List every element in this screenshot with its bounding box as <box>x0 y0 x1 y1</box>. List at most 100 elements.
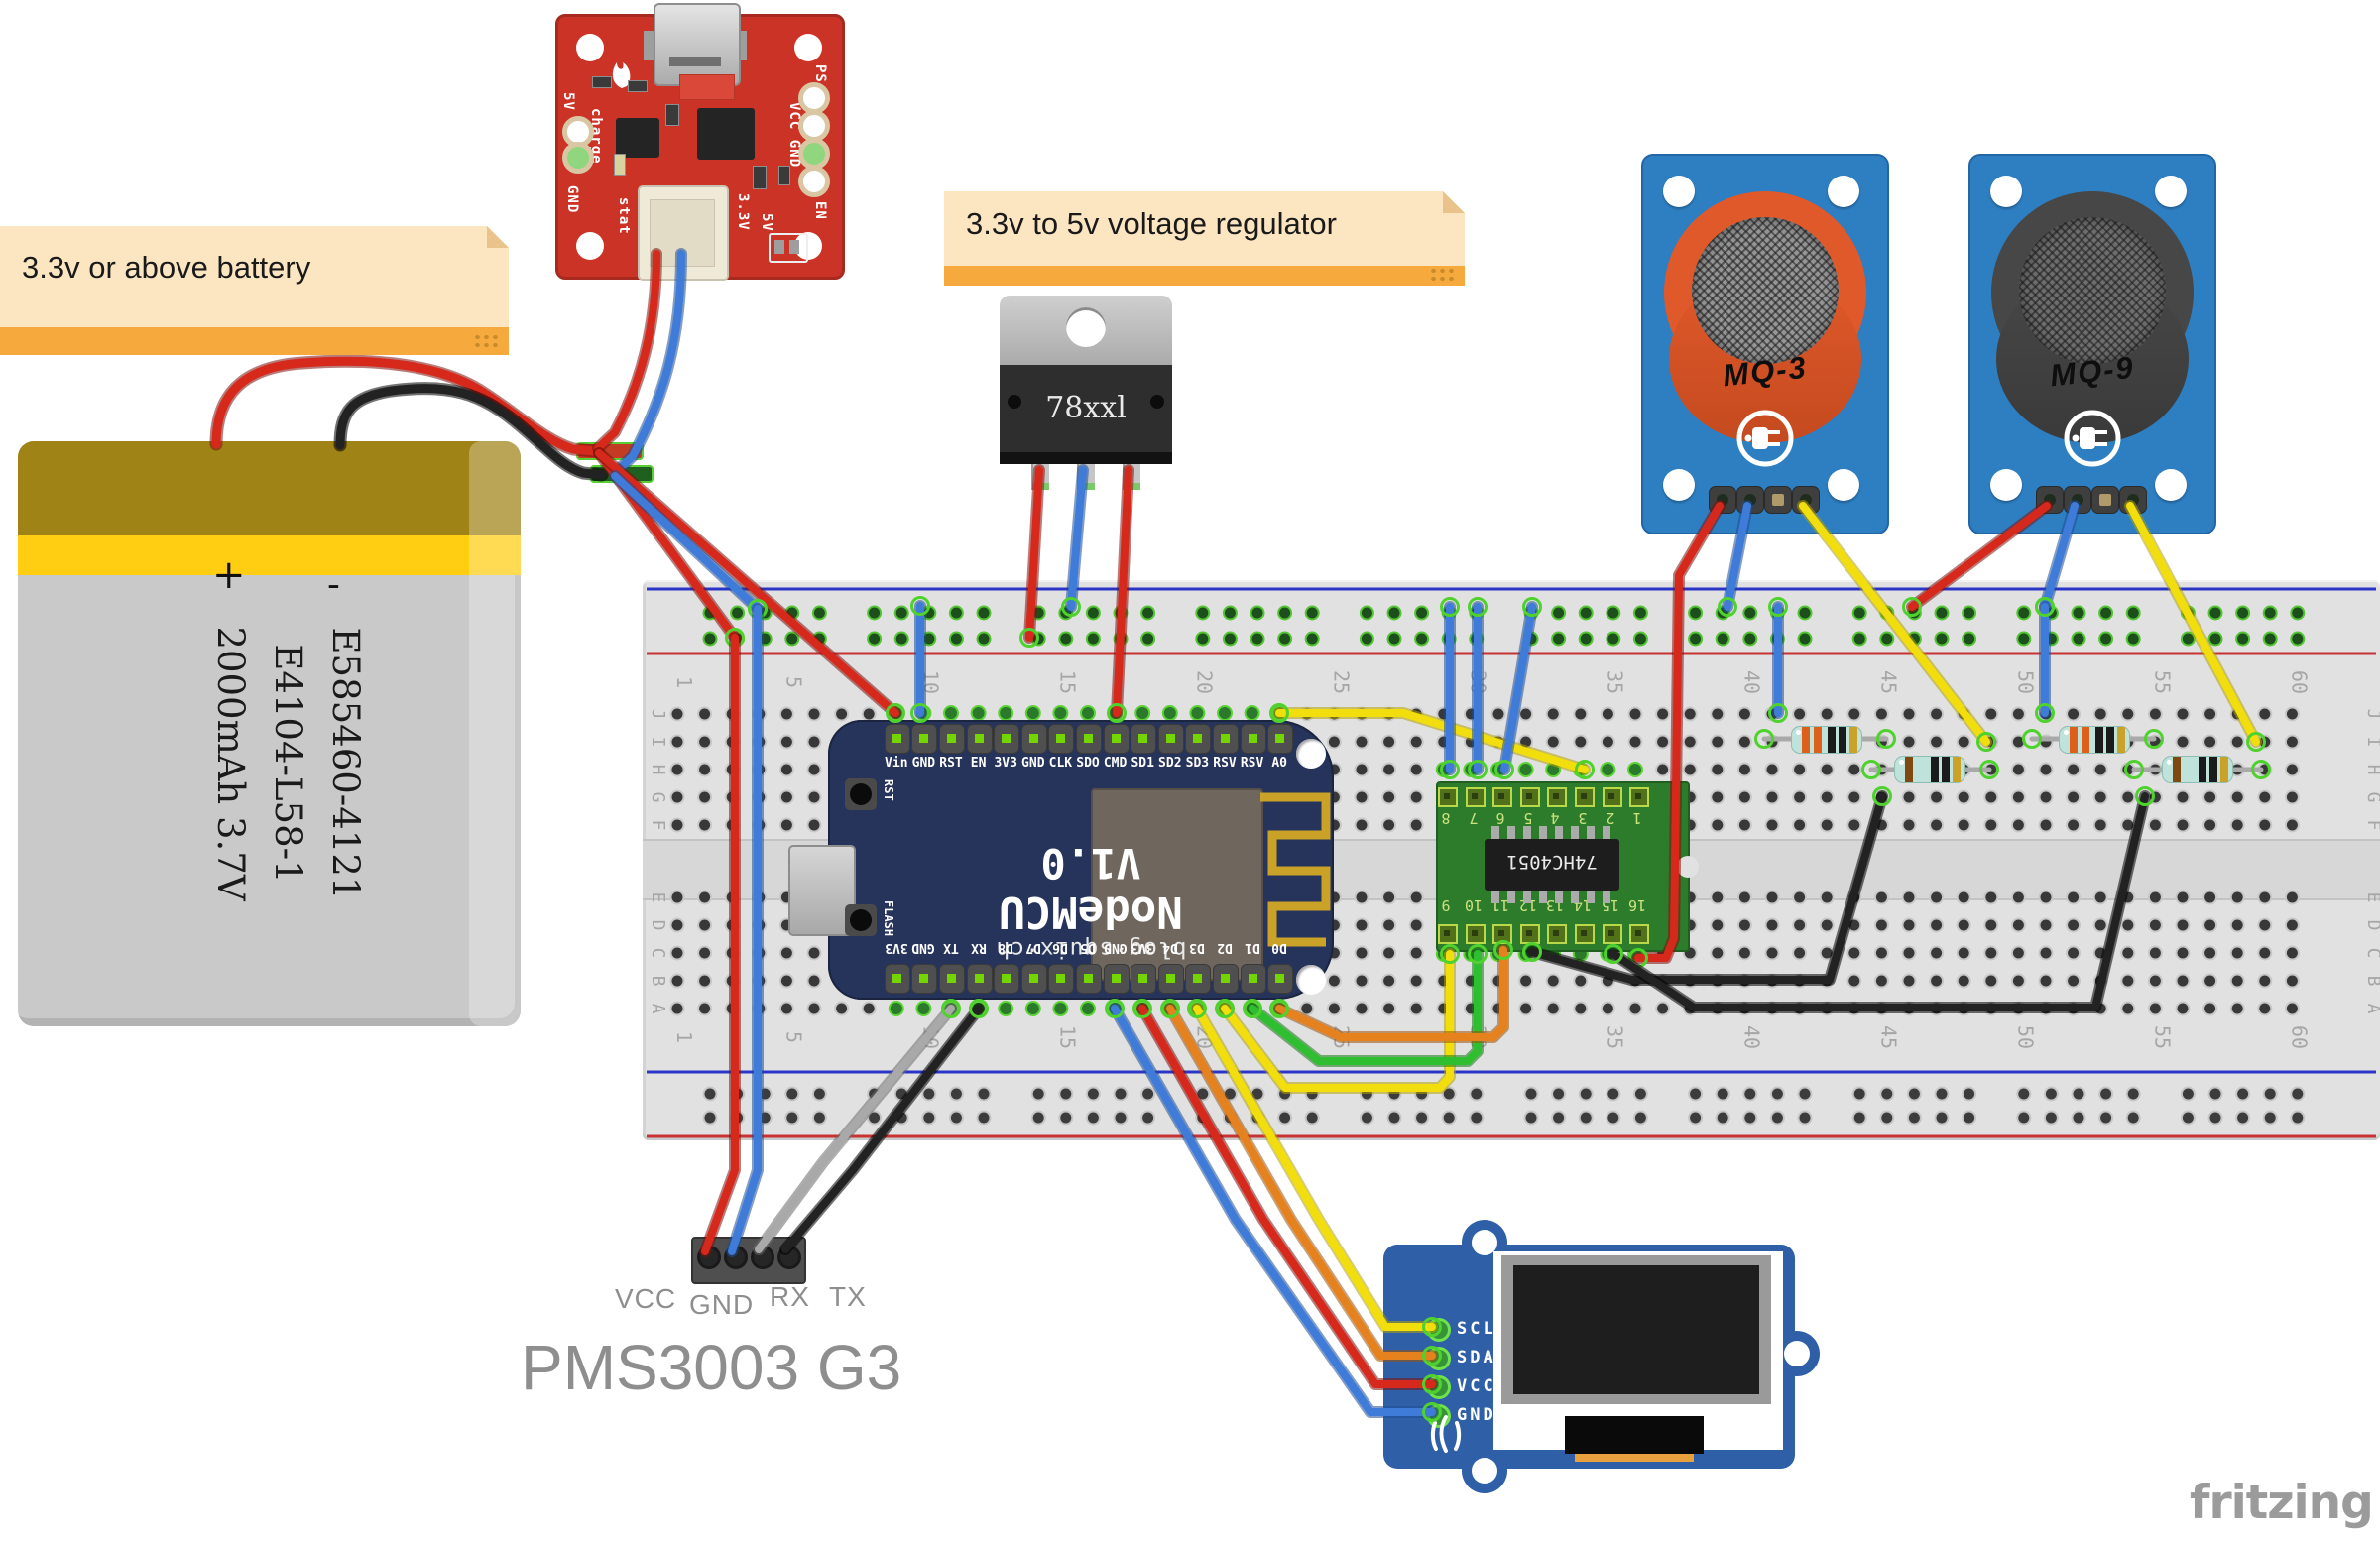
pms3003-header[interactable] <box>691 1237 806 1284</box>
pms-pin-tx[interactable] <box>777 1246 801 1269</box>
charger-stat-led <box>614 154 626 176</box>
mux-pad-1[interactable] <box>1629 787 1650 807</box>
mux-pad-5[interactable] <box>1519 787 1540 807</box>
charger-component <box>778 166 790 185</box>
nodemcu-pin-3V3-bottom[interactable] <box>884 964 910 994</box>
lipo-charger-board[interactable]: 5V charge GND PS VCC GND EN stat 3.3V 5V <box>555 3 845 281</box>
MQ-9-pin-2[interactable] <box>2064 486 2091 514</box>
mux-pad-16[interactable] <box>1629 924 1650 944</box>
nodemcu-pin-3V3-top[interactable] <box>994 724 1020 754</box>
MQ-9-pin-4[interactable] <box>2119 486 2147 514</box>
charger-pin-gnd[interactable] <box>562 142 594 174</box>
nodemcu-pin-RST-top[interactable] <box>939 724 965 754</box>
nodemcu-pin-SD2-top[interactable] <box>1157 724 1184 754</box>
mux-pad-7[interactable] <box>1465 787 1486 807</box>
note-bar[interactable] <box>0 327 509 355</box>
nodemcu-pin-RX-bottom[interactable] <box>966 964 993 994</box>
mux-pad-9[interactable] <box>1438 924 1458 944</box>
resistor-3[interactable] <box>2059 726 2130 754</box>
pms-pin-rx[interactable] <box>751 1246 774 1269</box>
nodemcu-pin-TX-bottom[interactable] <box>939 964 965 994</box>
resistor-2[interactable] <box>1894 756 1965 783</box>
mux-pad-4[interactable] <box>1547 787 1568 807</box>
nodemcu-pin-SDO-top[interactable] <box>1076 724 1102 754</box>
MQ-3-pin-3[interactable] <box>1764 486 1792 514</box>
mux-pad-13[interactable] <box>1547 924 1568 944</box>
charger-ic <box>616 118 659 158</box>
wire-charger-blue[interactable] <box>612 250 685 476</box>
mux-pad-8[interactable] <box>1438 787 1458 807</box>
nodemcu-pin-GND-bottom[interactable] <box>911 964 938 994</box>
mux-pad-2[interactable] <box>1602 787 1622 807</box>
nodemcu-pin-GND-top[interactable] <box>1020 724 1047 754</box>
nodemcu-board[interactable]: RST FLASH blog·squix·ch NodeMCU V1.0 Vin… <box>788 720 1334 1000</box>
wire-battery-red[interactable] <box>211 356 600 456</box>
mux-pad-12[interactable] <box>1519 924 1540 944</box>
nodemcu-pin-SD3-top[interactable] <box>1185 724 1212 754</box>
nodemcu-mount-hole <box>1296 739 1326 769</box>
wire-junction-negative[interactable] <box>590 465 654 483</box>
regulator-dimple <box>1008 395 1021 409</box>
nodemcu-pin-D1-bottom[interactable] <box>1240 964 1266 994</box>
charger-pin-en[interactable] <box>798 166 830 197</box>
mount-hole <box>1828 176 1859 207</box>
voltage-regulator-78xxl[interactable]: 78xxl <box>1000 296 1172 490</box>
nodemcu-pin-GND-top[interactable] <box>911 724 938 754</box>
oled-display-board[interactable]: SCL SDA VCC GND <box>1383 1220 1820 1493</box>
mount-hole <box>1990 176 2022 207</box>
oled-pin-sda[interactable] <box>1427 1347 1451 1370</box>
nodemcu-pin-GND-bottom[interactable] <box>1103 964 1130 994</box>
resistor-4[interactable] <box>2162 756 2233 783</box>
pms-pin-vcc[interactable] <box>697 1246 721 1269</box>
nodemcu-pin-3V3-bottom[interactable] <box>1130 964 1157 994</box>
MQ-9-pin-3[interactable] <box>2091 486 2119 514</box>
wire-junction-positive[interactable] <box>576 442 644 460</box>
MQ-3-pin-2[interactable] <box>1736 486 1764 514</box>
pms-pin-gnd[interactable] <box>724 1246 748 1269</box>
mux-pad-3[interactable] <box>1575 787 1595 807</box>
oled-pin-vcc[interactable] <box>1427 1375 1451 1399</box>
flash-button[interactable] <box>845 904 877 936</box>
resistor-1[interactable] <box>1791 726 1862 754</box>
mq9-sensor-board[interactable]: MQ-9 <box>1968 154 2216 534</box>
oled-pin-scl[interactable] <box>1427 1318 1451 1342</box>
mux-pad-6[interactable] <box>1492 787 1513 807</box>
note-regulator[interactable]: 3.3v to 5v voltage regulator <box>944 191 1465 286</box>
nodemcu-pin-D8-bottom[interactable] <box>994 964 1020 994</box>
nodemcu-pin-CMD-top[interactable] <box>1103 724 1130 754</box>
note-bar[interactable] <box>944 266 1465 286</box>
nodemcu-pin-D2-bottom[interactable] <box>1213 964 1239 994</box>
oled-sda-label: SDA <box>1457 1348 1496 1367</box>
note-resize-grip[interactable] <box>473 333 499 349</box>
mux-pad-15[interactable] <box>1602 924 1622 944</box>
jst-connector[interactable] <box>638 185 729 281</box>
MQ-3-pin-1[interactable] <box>1709 486 1736 514</box>
MQ-9-pin-1[interactable] <box>2036 486 2064 514</box>
mux-pad-10[interactable] <box>1465 924 1486 944</box>
regulator-leg-out <box>1123 464 1140 490</box>
mux-pad-11[interactable] <box>1492 924 1513 944</box>
rst-button[interactable] <box>845 778 877 810</box>
charger-pin-gnd2[interactable] <box>798 138 830 170</box>
nodemcu-pin-D0-bottom[interactable] <box>1267 964 1294 994</box>
MQ-3-pin-4[interactable] <box>1792 486 1820 514</box>
nodemcu-pin-CLK-top[interactable] <box>1048 724 1075 754</box>
nodemcu-pin-D7-bottom[interactable] <box>1020 964 1047 994</box>
nodemcu-pin-D5-bottom[interactable] <box>1076 964 1102 994</box>
nodemcu-pin-A0-top[interactable] <box>1267 724 1294 754</box>
nodemcu-pin-RSV-top[interactable] <box>1213 724 1239 754</box>
note-battery[interactable]: 3.3v or above battery <box>0 226 509 355</box>
nodemcu-pin-Vin-top[interactable] <box>884 724 910 754</box>
nodemcu-pin-D6-bottom[interactable] <box>1048 964 1075 994</box>
nodemcu-pin-RSV-top[interactable] <box>1240 724 1266 754</box>
charger-pin-ps[interactable] <box>798 82 830 114</box>
nodemcu-pin-SD1-top[interactable] <box>1130 724 1157 754</box>
note-resize-grip[interactable] <box>1429 267 1455 283</box>
mq3-sensor-board[interactable]: MQ-3 <box>1641 154 1889 534</box>
nodemcu-pin-D4-bottom[interactable] <box>1157 964 1184 994</box>
wire-charger-red[interactable] <box>594 250 660 452</box>
nodemcu-pin-EN-top[interactable] <box>966 724 993 754</box>
mux-pad-14[interactable] <box>1575 924 1595 944</box>
nodemcu-pin-D3-bottom[interactable] <box>1185 964 1212 994</box>
